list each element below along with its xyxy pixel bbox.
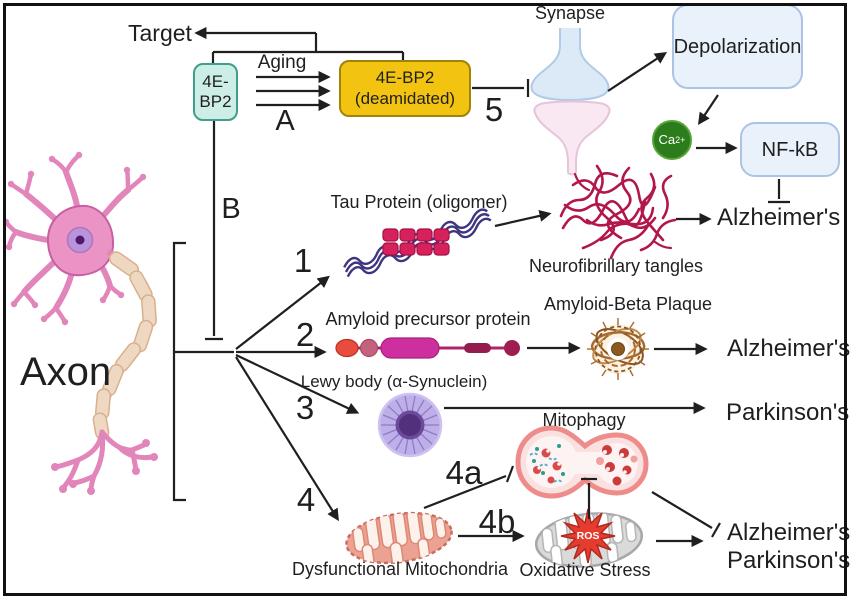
depolarization-label: Depolarization <box>673 35 802 58</box>
myelin-sheath <box>92 251 157 440</box>
label-5: 5 <box>484 91 504 128</box>
axon-terminal <box>52 429 155 493</box>
oxidative-stress-label: Oxidative Stress <box>519 560 651 580</box>
depolarization-box: Depolarization <box>672 4 803 89</box>
inhibit-4a <box>423 474 507 510</box>
dysfunctional-mitochondria-label: Dysfunctional Mitochondria <box>291 559 509 579</box>
lewy-body-illustration <box>377 392 443 458</box>
deamidated-box: 4E-BP2 (deamidated) <box>339 60 471 117</box>
arrow-1 <box>235 275 330 350</box>
mitophagy-illustration <box>515 425 649 499</box>
arrow-3 <box>235 354 360 414</box>
ros-starburst <box>560 508 616 564</box>
parkinsons-bottom-label: Parkinson's <box>727 547 850 574</box>
synapse-illustration <box>530 28 611 176</box>
arrow-depolarization-ca <box>697 94 719 126</box>
aging-label: Aging <box>257 52 307 73</box>
amyloid-precursor-protein-illustration <box>335 337 520 359</box>
label-a: A <box>275 105 295 137</box>
amyloid-beta-plaque-illustration <box>587 318 649 380</box>
bp2-line1: 4E- <box>202 71 229 91</box>
arrow-synapse-depolarization <box>607 51 668 92</box>
neuron-illustration <box>2 151 158 495</box>
nfkb-box: NF-kB <box>740 122 840 177</box>
parkinsons-lewy-label: Parkinson's <box>726 399 850 426</box>
label-b: B <box>221 193 241 225</box>
ca-label: Ca <box>658 132 676 148</box>
alzheimers-top-label: Alzheimer's <box>717 204 841 231</box>
label-3: 3 <box>295 389 315 426</box>
label-1: 1 <box>293 242 313 279</box>
app-label: Amyloid precursor protein <box>325 309 531 329</box>
inhibit-mitophagy-diseases <box>651 491 713 529</box>
plaque-label: Amyloid-Beta Plaque <box>543 294 713 314</box>
connector-lines <box>172 26 790 548</box>
bp2-box: 4E- BP2 <box>193 63 238 121</box>
alzheimers-bottom-label: Alzheimer's <box>727 519 850 546</box>
axon-bracket <box>172 241 186 502</box>
bp2-line2: BP2 <box>199 92 232 111</box>
axon-label: Axon <box>20 350 112 394</box>
tau-label: Tau Protein (oligomer) <box>330 192 508 212</box>
alzheimers-plaque-label: Alzheimer's <box>727 335 850 362</box>
label-4a: 4a <box>445 454 483 491</box>
nfkb-label: NF-kB <box>761 138 819 161</box>
tau-protein-illustration <box>343 208 492 278</box>
neurofibrillary-tangles-illustration <box>559 164 677 260</box>
ros-label: ROS <box>576 530 600 543</box>
deamidated-line2: (deamidated) <box>354 88 456 108</box>
synapse-label: Synapse <box>534 3 606 23</box>
arrow-4 <box>235 356 339 522</box>
lewy-label: Lewy body (α-Synuclein) <box>300 372 488 391</box>
tangles-label: Neurofibrillary tangles <box>528 256 704 276</box>
label-4: 4 <box>296 481 316 518</box>
label-4b: 4b <box>478 503 516 540</box>
mitophagy-label: Mitophagy <box>542 410 626 430</box>
target-label: Target <box>128 20 192 46</box>
dysfunctional-mitochondria-illustration <box>345 509 453 570</box>
label-2: 2 <box>295 316 315 353</box>
arrow-tau-tangles <box>494 209 552 228</box>
deamidated-line1: 4E-BP2 <box>375 68 435 88</box>
